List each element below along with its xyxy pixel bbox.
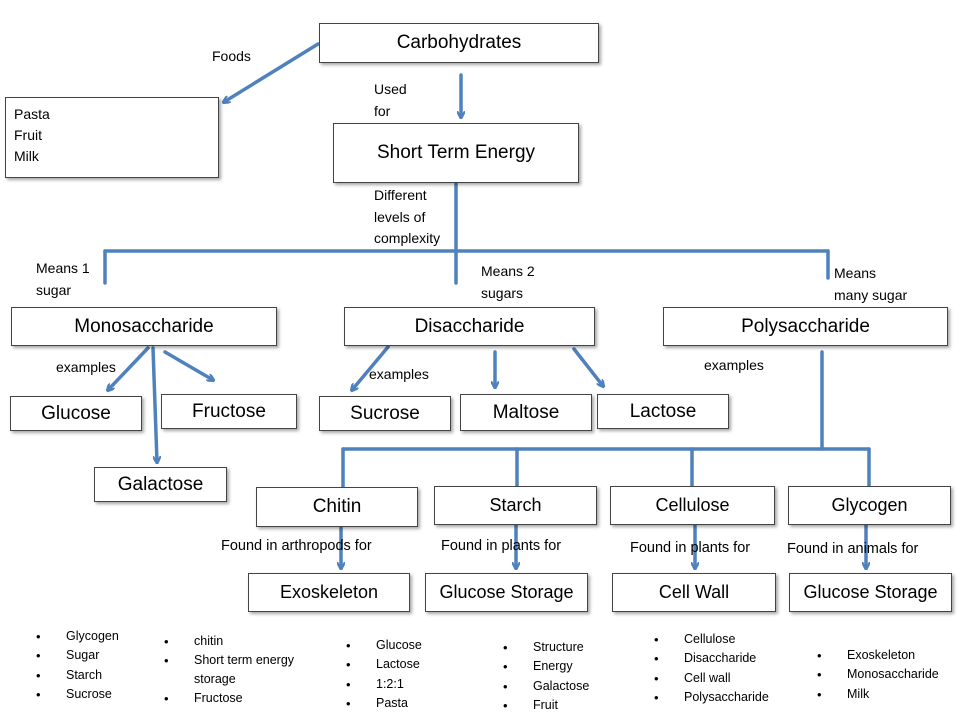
list-item: Sugar bbox=[36, 646, 146, 667]
arrow-carbs-to-foods bbox=[224, 42, 320, 102]
label-foods: Foods bbox=[212, 48, 251, 64]
node-sucrose: Sucrose bbox=[319, 396, 451, 431]
node-foods-list: Pasta Fruit Milk bbox=[5, 97, 219, 178]
list-item: Exoskeleton bbox=[817, 646, 957, 667]
arrow-di-lactose bbox=[572, 347, 603, 386]
arrow-mono-glucose bbox=[108, 346, 150, 390]
node-galactose: Galactose bbox=[94, 467, 227, 502]
node-lactose: Lactose bbox=[597, 394, 729, 429]
node-glycogen: Glycogen bbox=[788, 486, 951, 525]
label-line: Means bbox=[834, 265, 877, 281]
label-line: Different bbox=[374, 187, 427, 203]
food-item: Fruit bbox=[14, 127, 42, 143]
label-found-chitin: Found in arthropods for bbox=[221, 538, 372, 554]
list-item: Disaccharide bbox=[654, 649, 794, 670]
label-examples-poly: examples bbox=[704, 357, 764, 373]
list-item: Energy bbox=[503, 657, 613, 678]
label-examples-mono: examples bbox=[56, 359, 116, 375]
list-item: Cellulose bbox=[654, 630, 794, 651]
list-item: Monosaccharide bbox=[817, 665, 957, 686]
list-item: Milk bbox=[817, 685, 957, 706]
label-line: sugars bbox=[481, 284, 524, 301]
list-item: 1:2:1 bbox=[346, 675, 456, 696]
list-item: Polysaccharide bbox=[654, 688, 794, 709]
label-line: many sugar bbox=[834, 286, 908, 303]
node-glucose: Glucose bbox=[10, 396, 142, 431]
node-disaccharide: Disaccharide bbox=[344, 307, 595, 346]
list-item: Lactose bbox=[346, 655, 456, 676]
label-line: complexity bbox=[374, 230, 441, 247]
food-item: Pasta bbox=[14, 106, 50, 122]
label-examples-di: examples bbox=[369, 366, 429, 382]
node-short-term-energy: Short Term Energy bbox=[333, 123, 579, 183]
label-line: Means 2 bbox=[481, 263, 535, 279]
label-means-1: Means 1 sugar bbox=[36, 258, 90, 301]
label-line: levels of bbox=[374, 208, 426, 225]
list-item: Sucrose bbox=[36, 685, 146, 706]
node-exoskeleton: Exoskeleton bbox=[248, 573, 410, 612]
list-item: Glucose bbox=[346, 636, 456, 657]
arrow-di-sucrose bbox=[352, 345, 390, 390]
list-item: Structure bbox=[503, 638, 613, 659]
bullet-list-1: Glycogen Sugar Starch Sucrose bbox=[36, 627, 146, 706]
bullet-list-2: chitin Short term energy storage Fructos… bbox=[164, 632, 304, 709]
label-line: Used bbox=[374, 81, 407, 97]
arrow-mono-galactose bbox=[151, 346, 157, 462]
node-glucose-storage-glycogen: Glucose Storage bbox=[789, 573, 952, 612]
list-item: Glycogen bbox=[36, 627, 146, 648]
label-line: sugar bbox=[36, 281, 72, 298]
list-item: Short term energy storage bbox=[164, 651, 304, 689]
bullet-list-6: Exoskeleton Monosaccharide Milk bbox=[817, 646, 957, 706]
node-fructose: Fructose bbox=[161, 394, 297, 429]
list-item: chitin bbox=[164, 632, 304, 652]
list-item: Galactose bbox=[503, 677, 613, 698]
bullet-list-3: Glucose Lactose 1:2:1 Pasta bbox=[346, 636, 456, 715]
node-carbohydrates: Carbohydrates bbox=[319, 23, 599, 63]
node-monosaccharide: Monosaccharide bbox=[11, 307, 277, 346]
label-different-levels: Different levels of complexity bbox=[374, 185, 440, 250]
node-glucose-storage-starch: Glucose Storage bbox=[425, 573, 588, 612]
bullet-list-5: Cellulose Disaccharide Cell wall Polysac… bbox=[654, 630, 794, 709]
node-chitin: Chitin bbox=[256, 487, 418, 527]
food-item: Milk bbox=[14, 148, 39, 164]
list-item: Starch bbox=[36, 666, 146, 687]
node-maltose: Maltose bbox=[460, 394, 592, 431]
list-item: Pasta bbox=[346, 694, 456, 715]
label-means-2: Means 2 sugars bbox=[481, 261, 535, 304]
node-starch: Starch bbox=[434, 486, 597, 525]
node-polysaccharide: Polysaccharide bbox=[663, 307, 948, 346]
label-found-cellulose: Found in plants for bbox=[630, 540, 751, 556]
arrow-mono-fructose bbox=[163, 350, 213, 380]
bullet-list-4: Structure Energy Galactose Fruit bbox=[503, 638, 613, 717]
label-line: for bbox=[374, 102, 391, 119]
label-line: Means 1 bbox=[36, 260, 90, 276]
node-cellulose: Cellulose bbox=[610, 486, 775, 525]
node-cell-wall: Cell Wall bbox=[612, 573, 776, 612]
list-item: Cell wall bbox=[654, 669, 794, 690]
label-means-many: Means many sugar bbox=[834, 263, 907, 306]
label-used-for: Used for bbox=[374, 79, 407, 122]
list-item: Fructose bbox=[164, 689, 304, 709]
label-found-glycogen: Found in animals for bbox=[787, 541, 919, 557]
list-item: Fruit bbox=[503, 696, 613, 717]
label-found-starch: Found in plants for bbox=[441, 538, 562, 554]
